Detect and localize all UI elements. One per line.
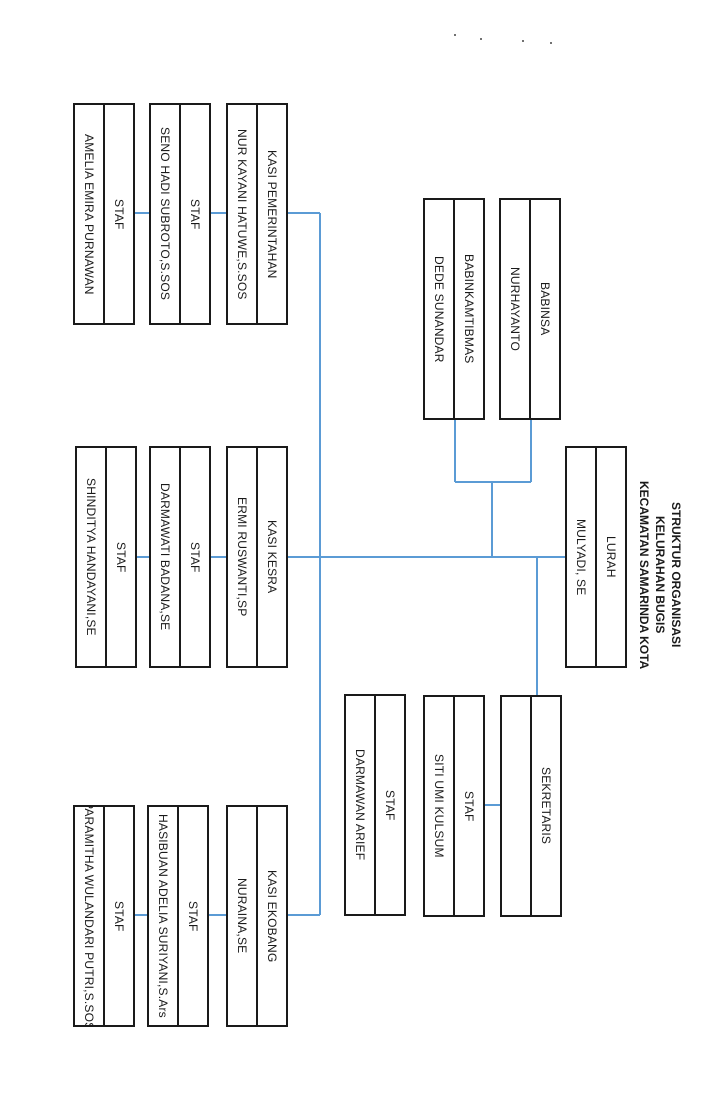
role-sek-staf-2: STAF — [383, 789, 397, 821]
scan-mark — [550, 42, 552, 44]
box-babinsa: NURHAYANTO BABINSA — [499, 198, 561, 420]
name-kasi-ekobang: NURAINA,SE — [235, 878, 249, 954]
role-sek-staf-1: STAF — [462, 790, 476, 822]
box-kesra-staf-2: SHINDITYA HANDAYANI,SE STAF — [75, 446, 137, 668]
box-babinkamtibmas: DEDE SUNANDAR BABINKAMTIBMAS — [423, 198, 485, 420]
role-kasi-pemerintahan: KASI PEMERINTAHAN — [265, 149, 279, 279]
box-kasi-ekobang: NURAINA,SE KASI EKOBANG — [226, 805, 288, 1027]
name-eko-staf-2: PARAMITHA WULANDARI PUTRI,S.SOS — [82, 807, 96, 1025]
box-sek-staf-1: SITI UMI KULSUM STAF — [423, 695, 485, 917]
role-sekretaris: SEKRETARIS — [539, 767, 553, 845]
name-pem-staf-2: AMELIA EMIRA PURNAWAN — [82, 133, 96, 295]
role-kesra-staf-1: STAF — [188, 541, 202, 573]
scan-mark — [480, 38, 482, 40]
name-babinkamtibmas: DEDE SUNANDAR — [432, 255, 446, 363]
name-babinsa: NURHAYANTO — [508, 266, 522, 351]
title-line-3: KECAMATAN SAMARINDA KOTA — [637, 480, 651, 670]
role-pem-staf-2: STAF — [112, 198, 126, 230]
chart-title: STRUKTUR ORGANISASI KELURAHAN BUGIS KECA… — [600, 470, 720, 680]
name-pem-staf-1: SENO HADI SUBROTO,S.SOS — [158, 127, 172, 301]
name-sek-staf-2: DARMAWAN ARIEF — [353, 749, 367, 861]
title-line-2: KELURAHAN BUGIS — [653, 516, 667, 634]
role-kasi-ekobang: KASI EKOBANG — [265, 869, 279, 963]
box-eko-staf-2: PARAMITHA WULANDARI PUTRI,S.SOS STAF — [73, 805, 135, 1027]
box-kasi-pemerintahan: NUR KAYANI HATUWE,S.SOS KASI PEMERINTAHA… — [226, 103, 288, 325]
name-kasi-pemerintahan: NUR KAYANI HATUWE,S.SOS — [235, 128, 249, 300]
scan-mark — [522, 40, 524, 42]
box-pem-staf-2: AMELIA EMIRA PURNAWAN STAF — [73, 103, 135, 325]
role-babinsa: BABINSA — [538, 282, 552, 336]
box-lurah: MULYADI, SE LURAH — [565, 446, 627, 668]
box-kesra-staf-1: DARMAWATI BADANA,SE STAF — [149, 446, 211, 668]
box-kasi-kesra: ERMI RUSWANTI,SP KASI KESRA — [226, 446, 288, 668]
name-kasi-kesra: ERMI RUSWANTI,SP — [235, 497, 249, 617]
name-eko-staf-1: HASIBUAN ADELIA SURIYANI,S.Ars — [156, 814, 170, 1018]
name-kesra-staf-1: DARMAWATI BADANA,SE — [158, 483, 172, 631]
scan-mark — [454, 34, 456, 36]
role-kasi-kesra: KASI KESRA — [265, 520, 279, 594]
role-pem-staf-1: STAF — [188, 198, 202, 230]
role-kesra-staf-2: STAF — [114, 541, 128, 573]
name-lurah: MULYADI, SE — [574, 518, 588, 596]
title-line-1: STRUKTUR ORGANISASI — [669, 502, 683, 648]
role-eko-staf-1: STAF — [186, 900, 200, 932]
box-eko-staf-1: HASIBUAN ADELIA SURIYANI,S.Ars STAF — [147, 805, 209, 1027]
name-sek-staf-1: SITI UMI KULSUM — [432, 754, 446, 858]
role-babinkamtibmas: BABINKAMTIBMAS — [462, 254, 476, 364]
role-eko-staf-2: STAF — [112, 900, 126, 932]
role-lurah: LURAH — [604, 536, 618, 578]
box-sekretaris: SEKRETARIS — [500, 695, 562, 917]
name-kesra-staf-2: SHINDITYA HANDAYANI,SE — [84, 478, 98, 636]
box-pem-staf-1: SENO HADI SUBROTO,S.SOS STAF — [149, 103, 211, 325]
box-sek-staf-2: DARMAWAN ARIEF STAF — [344, 694, 406, 916]
